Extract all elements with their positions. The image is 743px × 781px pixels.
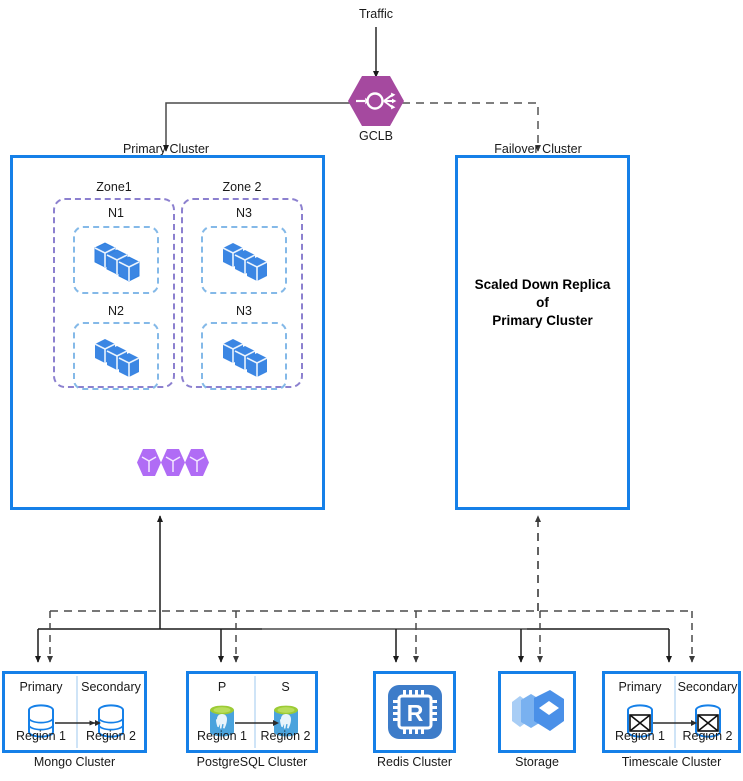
timescale-db-icon — [625, 704, 655, 738]
mongo-primary-header: Primary — [19, 680, 63, 694]
failover-cluster-label: Failover Cluster — [494, 142, 582, 156]
mongo-db-icon — [26, 704, 56, 738]
timescale-cluster-caption: Timescale Cluster — [621, 755, 722, 769]
storage-box[interactable]: Storage — [498, 671, 576, 769]
mongo-secondary-cell[interactable]: Secondary Region 2 — [78, 674, 144, 750]
pods-icon — [222, 339, 268, 377]
timescale-secondary-region: Region 2 — [682, 729, 733, 743]
postgres-secondary-header: S — [281, 680, 290, 694]
pods-icon — [222, 243, 268, 281]
redis-icon-letter: R — [406, 700, 423, 726]
zone-2-box[interactable]: N3 N3 — [181, 198, 303, 390]
postgresql-cluster-box[interactable]: P Region 1 S — [186, 671, 318, 769]
timescale-secondary-header: Secondary — [677, 680, 738, 694]
timescale-db-icon — [693, 704, 723, 738]
cluster-hexagons-icon — [137, 449, 209, 476]
edge-gclb-primary — [162, 102, 352, 152]
primary-cluster-label: Primary Cluster — [122, 142, 210, 156]
postgres-db-icon — [272, 704, 300, 738]
timescale-primary-region: Region 1 — [614, 729, 666, 743]
mongo-secondary-region: Region 2 — [85, 729, 137, 743]
zone2-label: Zone 2 — [222, 180, 262, 194]
node-n2-box[interactable] — [73, 322, 159, 390]
node-n1-label: N1 — [108, 206, 124, 220]
postgres-primary-cell[interactable]: P Region 1 — [189, 674, 255, 750]
node-n3b-box[interactable] — [201, 322, 287, 390]
postgres-secondary-region: Region 2 — [260, 729, 311, 743]
load-balancer-icon — [348, 76, 404, 126]
mongo-cluster-caption: Mongo Cluster — [33, 755, 116, 769]
cluster-hexagons — [135, 446, 213, 480]
timescale-divider — [674, 676, 676, 748]
postgres-replication-arrow — [235, 720, 279, 726]
redis-cluster-box[interactable]: R Redis Cluster — [373, 671, 456, 769]
pods-icon — [94, 339, 140, 377]
node-n2-label: N2 — [108, 304, 124, 318]
mongo-secondary-header: Secondary — [81, 680, 141, 694]
failover-line-1: Scaled Down Replica — [474, 277, 611, 292]
mongo-db-icon — [96, 704, 126, 738]
postgresql-cluster-caption: PostgreSQL Cluster — [196, 755, 308, 769]
mongo-replication-arrow — [55, 720, 101, 726]
mongo-divider — [76, 676, 78, 748]
edge-gclb-failover — [402, 102, 542, 152]
timescale-replication-arrow — [653, 720, 697, 726]
postgres-primary-region: Region 1 — [196, 729, 248, 743]
mongo-primary-cell[interactable]: Primary Region 1 — [5, 674, 77, 750]
timescale-primary-cell[interactable]: Primary Region 1 — [605, 674, 675, 750]
zone1-label: Zone1 — [96, 180, 132, 194]
cloud-storage-icon — [506, 685, 568, 739]
traffic-label: Traffic — [358, 7, 394, 21]
mongo-cluster-box[interactable]: Primary Region 1 Secondary — [2, 671, 147, 769]
storage-caption: Storage — [515, 755, 559, 769]
postgres-db-icon — [208, 704, 236, 738]
gclb-node[interactable] — [347, 74, 405, 128]
timescale-secondary-cell[interactable]: Secondary Region 2 — [676, 674, 739, 750]
timescale-cluster-box[interactable]: Primary Region 1 Secondary — [602, 671, 741, 769]
postgres-primary-header: P — [217, 680, 227, 694]
node-n3a-label: N3 — [236, 206, 252, 220]
redis-icon: R — [386, 683, 444, 741]
failover-cluster-box[interactable]: Scaled Down Replica of Primary Cluster — [455, 155, 630, 510]
mongo-primary-region: Region 1 — [15, 729, 67, 743]
node-n3a-box[interactable] — [201, 226, 287, 294]
failover-line-3: Primary Cluster — [492, 313, 593, 329]
gclb-label: GCLB — [358, 129, 394, 143]
timescale-primary-header: Primary — [618, 680, 662, 694]
pods-icon — [94, 242, 140, 282]
failover-line-2: of — [536, 295, 549, 311]
zone-1-box[interactable]: N1 N2 — [53, 198, 175, 390]
postgres-secondary-cell[interactable]: S Region 2 — [256, 674, 315, 750]
postgres-divider — [254, 676, 256, 748]
node-n1-box[interactable] — [73, 226, 159, 294]
redis-cluster-caption: Redis Cluster — [376, 755, 453, 769]
node-n3b-label: N3 — [236, 304, 252, 318]
primary-cluster-box[interactable]: Zone1 N1 N2 — [10, 155, 325, 510]
